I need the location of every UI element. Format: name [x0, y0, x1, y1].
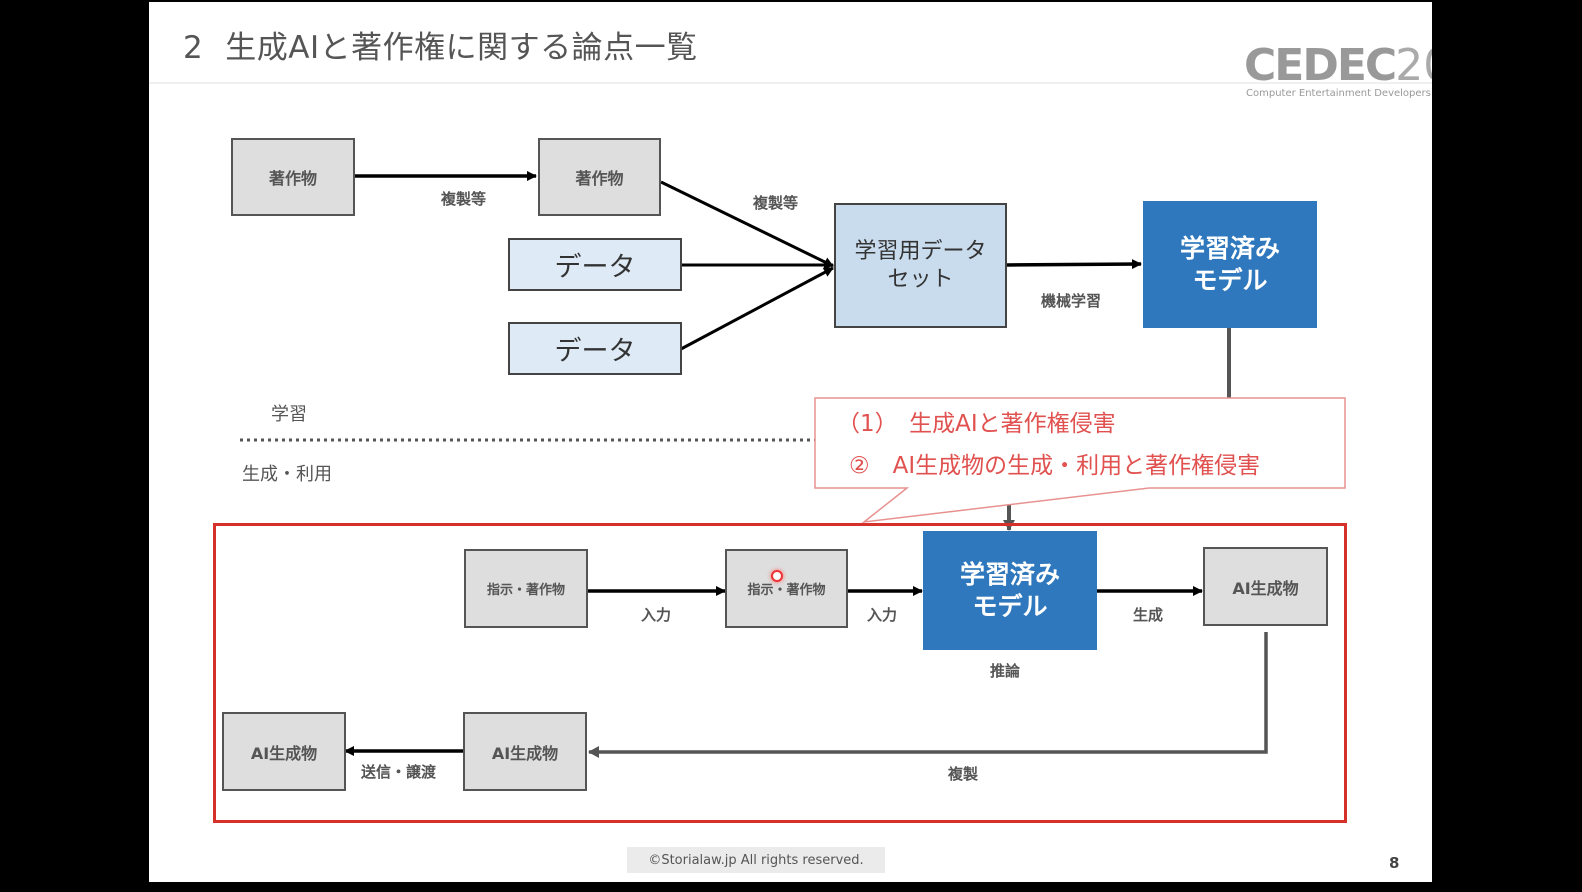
copyright-footer: ©Storialaw.jp All rights reserved. — [627, 847, 885, 873]
node-dataset: 学習用データセット — [834, 203, 1007, 328]
node-label: AI生成物 — [491, 743, 559, 763]
laser-pointer-icon — [771, 570, 783, 582]
title-divider — [149, 82, 1432, 84]
node-label: AI生成物 — [250, 743, 318, 763]
node-label-line: モデル — [972, 591, 1048, 621]
cedec-logo: CEDEC2023 Computer Entertainment Develop… — [1244, 40, 1432, 110]
node-instruction-1: 指示・著作物 — [464, 549, 588, 628]
node-work-source: 著作物 — [231, 138, 355, 216]
node-label: 指示・著作物 — [747, 583, 826, 598]
edge-label-copy-2: 複製等 — [753, 194, 799, 212]
edge-label-generate: 生成 — [1133, 606, 1164, 624]
edge-machine-learning — [1006, 259, 1142, 270]
section-number: 2 — [183, 30, 204, 66]
node-label: AI生成物 — [1232, 578, 1299, 598]
edge-label-transmit: 送信・譲渡 — [361, 763, 437, 781]
section-label-generation: 生成・利用 — [242, 464, 332, 485]
edge-label-copy: 複製 — [948, 765, 979, 783]
logo-year: 2023 — [1395, 40, 1432, 91]
node-trained-model-learning: 学習済みモデル — [1143, 201, 1317, 328]
node-data-2: データ — [508, 322, 682, 375]
edge-label-input-1: 入力 — [641, 606, 672, 624]
title-text: 生成AIと著作権に関する論点一覧 — [225, 30, 698, 66]
node-label-line: 学習済み — [1179, 234, 1280, 264]
edge-label-inference: 推論 — [990, 662, 1021, 680]
node-label: データ — [554, 252, 636, 283]
edge-label-machine-learning: 機械学習 — [1041, 292, 1102, 310]
node-trained-model-generation: 学習済みモデル — [923, 531, 1097, 650]
logo-subtitle: Computer Entertainment Developers Confer… — [1246, 88, 1432, 99]
slide: 2 生成AIと著作権に関する論点一覧 CEDEC2023 Computer Ent… — [149, 2, 1432, 882]
node-label: データ — [554, 336, 636, 367]
page-number: 8 — [1389, 854, 1400, 872]
edge-label-copy-1: 複製等 — [441, 190, 487, 208]
node-label: 指示・著作物 — [486, 583, 565, 598]
node-label: 著作物 — [575, 169, 624, 188]
edge-data-2 — [680, 266, 834, 351]
edge-copy-2 — [660, 180, 834, 268]
node-label-line: 学習用データ — [854, 239, 987, 264]
node-label-line: セット — [887, 266, 954, 292]
node-ai-output-dest: AI生成物 — [222, 712, 346, 791]
node-label: 著作物 — [268, 169, 317, 188]
node-label-line: モデル — [1192, 265, 1268, 295]
node-label-line: 学習済み — [959, 560, 1060, 590]
node-ai-output-copy: AI生成物 — [463, 712, 587, 791]
highlight-frame — [213, 523, 1347, 823]
edge-label-input-2: 入力 — [867, 606, 898, 624]
callout-line-1: （1） 生成AIと著作権侵害 — [837, 411, 1116, 437]
slide-title: 2 生成AIと著作権に関する論点一覧 — [183, 22, 698, 67]
node-instruction-2: 指示・著作物 — [725, 549, 848, 628]
logo-main: CEDEC — [1244, 40, 1397, 91]
node-ai-output: AI生成物 — [1203, 547, 1328, 626]
node-data-1: データ — [508, 238, 682, 291]
callout-line-2: ② AI生成物の生成・利用と著作権侵害 — [849, 453, 1261, 479]
node-work-copy: 著作物 — [538, 138, 661, 216]
section-label-learning: 学習 — [271, 404, 307, 425]
